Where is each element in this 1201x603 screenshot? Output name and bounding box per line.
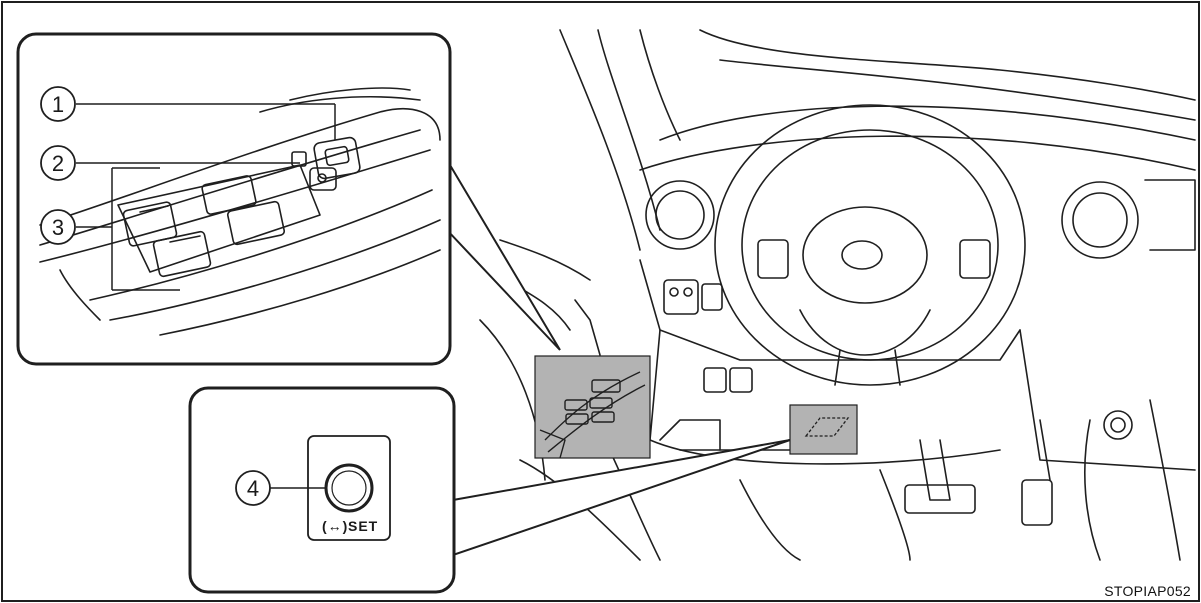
brake-pedal-arm [920, 440, 950, 500]
set-button-inset: (↔) SET 4 [190, 388, 454, 592]
set-button-highlight [790, 405, 857, 454]
brake-pedal [905, 485, 975, 513]
set-button-label: SET [348, 518, 378, 534]
svg-text:1: 1 [52, 92, 64, 117]
set-icon-glyph: (↔) [322, 518, 348, 534]
steering-wheel-icon [715, 105, 1025, 385]
svg-text:2: 2 [52, 151, 64, 176]
accelerator-pedal [1022, 480, 1052, 525]
callout-4: 4 [236, 471, 270, 505]
callout-2: 2 [41, 146, 75, 180]
callout-1: 1 [41, 87, 75, 121]
svg-text:4: 4 [247, 476, 259, 501]
window-switch-highlight [535, 356, 650, 458]
callout-3: 3 [41, 210, 75, 244]
svg-text:3: 3 [52, 215, 64, 240]
window-switch-inset: 1 2 3 [18, 34, 450, 364]
figure-code: STOPIAP052 [1104, 583, 1191, 599]
mirror-switch-icon [664, 280, 722, 314]
